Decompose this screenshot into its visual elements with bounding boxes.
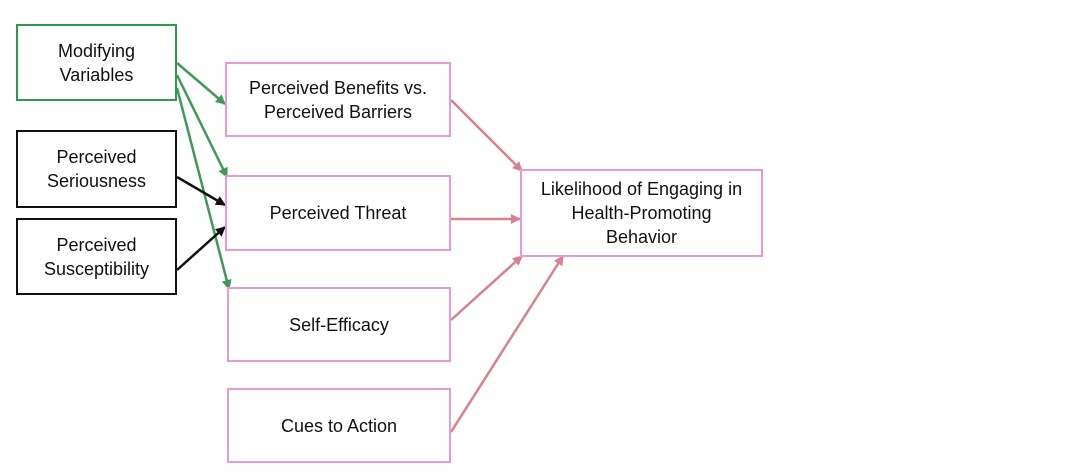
perceived-susceptibility-box: Perceived Susceptibility xyxy=(16,218,177,295)
cues-to-action-box: Cues to Action xyxy=(227,388,451,463)
arrow-benefits-to-likelihood xyxy=(450,99,523,172)
perceived-threat-label: Perceived Threat xyxy=(269,203,407,223)
perceived-seriousness-label: Perceived Seriousness xyxy=(46,147,147,191)
arrow-susceptibility-to-threat xyxy=(176,226,226,271)
likelihood-box: Likelihood of Engaging in Health-Promoti… xyxy=(520,169,763,257)
perceived-benefits-barriers-box: Perceived Benefits vs. Perceived Barrier… xyxy=(225,62,451,137)
arrow-modifying-to-self-efficacy xyxy=(175,87,232,290)
modifying-variables-box: Modifying Variables xyxy=(16,24,177,101)
arrow-modifying-to-benefits xyxy=(176,62,226,105)
self-efficacy-box: Self-Efficacy xyxy=(227,287,451,362)
modifying-variables-label: Modifying Variables xyxy=(57,40,136,85)
arrow-self-efficacy-to-likelihood xyxy=(450,255,523,321)
perceived-susceptibility-label: Perceived Susceptibility xyxy=(43,234,150,279)
perceived-benefits-barriers-label: Perceived Benefits vs. Perceived Barrier… xyxy=(248,77,428,122)
arrow-cues-to-likelihood xyxy=(449,255,565,433)
likelihood-label: Likelihood of Engaging in Health-Promoti… xyxy=(540,179,743,247)
arrow-seriousness-to-threat xyxy=(176,175,226,207)
cues-to-action-label: Cues to Action xyxy=(280,415,398,436)
perceived-threat-box: Perceived Threat xyxy=(225,175,451,251)
arrow-modifying-to-threat xyxy=(175,74,229,178)
perceived-seriousness-box: Perceived Seriousness xyxy=(16,130,177,208)
self-efficacy-label: Self-Efficacy xyxy=(289,314,389,335)
